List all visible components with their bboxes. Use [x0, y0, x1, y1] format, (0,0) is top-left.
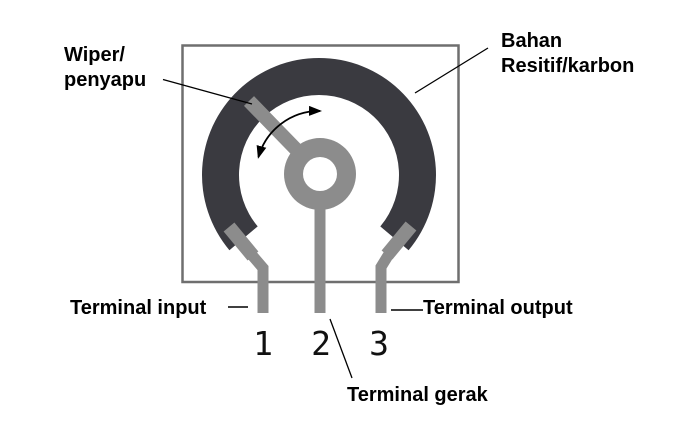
terminal-3-tab: [381, 221, 417, 260]
resistive-pointer-line: [414, 47, 489, 94]
resistive-material-label: Bahan Resitif/karbon: [501, 29, 634, 79]
pin-3-number: 3: [369, 324, 389, 363]
resistive-label-line1: Bahan: [501, 30, 563, 52]
shaft-hole: [303, 157, 337, 191]
terminal-3-leg: [375, 251, 394, 313]
wiper-label-line1: Wiper/: [64, 44, 125, 66]
wiper-label-line2: penyapu: [64, 69, 147, 91]
pin-2-number: 2: [311, 324, 331, 363]
resistive-label-line2: Resitif/karbon: [501, 55, 635, 77]
pin-1-number: 1: [253, 324, 273, 363]
wiper-label: Wiper/ penyapu: [64, 43, 146, 93]
terminal-output-label: Terminal output: [423, 297, 573, 319]
terminal-input-label: Terminal input: [70, 297, 207, 319]
terminal-1-tab: [223, 222, 259, 261]
terminal-1-leg: [246, 250, 269, 313]
wiper-pointer-line: [162, 78, 253, 105]
rotation-arrow-icon: [256, 105, 322, 159]
terminal-gerak-pointer-line: [329, 318, 353, 379]
terminal-gerak-label: Terminal gerak: [347, 384, 488, 406]
